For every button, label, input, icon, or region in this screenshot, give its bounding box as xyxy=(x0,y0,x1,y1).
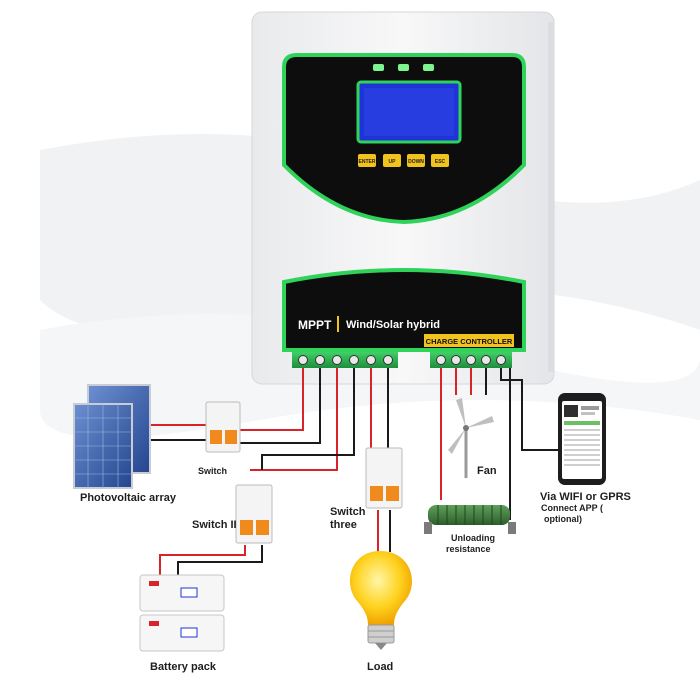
esc-button[interactable] xyxy=(431,154,449,167)
wind-turbine-icon xyxy=(448,398,494,478)
photovoltaic-array-label: Photovoltaic array xyxy=(80,492,176,504)
down-button[interactable] xyxy=(407,154,425,167)
breaker-switch-ii xyxy=(235,484,273,544)
unloading-resistor xyxy=(424,505,516,534)
breaker-switch-1 xyxy=(205,401,241,453)
subtitle-label: CHARGE CONTROLLER xyxy=(426,337,513,346)
wifi-label-line2: Connect APP ( xyxy=(541,503,604,513)
unloading-resistance-label-line2: resistance xyxy=(446,544,491,554)
load-label: Load xyxy=(367,661,394,673)
switch-three-label-line1: Switch xyxy=(330,506,366,518)
up-button[interactable] xyxy=(383,154,401,167)
switch-three-label-line2: three xyxy=(330,519,357,531)
subtitle-badge xyxy=(424,334,514,347)
enter-button-label: ENTER xyxy=(359,159,376,165)
brand-label: MPPT xyxy=(298,318,332,332)
smartphone-app-icon xyxy=(558,393,606,485)
battery-pack-label: Battery pack xyxy=(150,661,217,673)
wires xyxy=(150,368,560,580)
up-button-label: UP xyxy=(389,159,397,165)
esc-button-label: ESC xyxy=(435,159,446,165)
terminal-block-left xyxy=(292,352,398,368)
charge-controller: ENTER UP DOWN ESC MPPT Wind/Solar hybrid… xyxy=(251,11,555,385)
led-indicator xyxy=(398,64,409,71)
photovoltaic-array xyxy=(73,384,151,489)
terminal-block-right xyxy=(430,352,512,368)
breaker-switch-three xyxy=(365,447,403,509)
product-label: Wind/Solar hybrid xyxy=(346,319,440,331)
battery-pack xyxy=(139,574,225,652)
led-indicator xyxy=(423,64,434,71)
controller-buttons: ENTER UP DOWN ESC xyxy=(358,154,449,167)
switch-label: Switch xyxy=(198,466,228,476)
label-panel xyxy=(282,268,526,352)
down-button-label: DOWN xyxy=(408,159,424,165)
led-indicator xyxy=(373,64,384,71)
wifi-label-line3: optional) xyxy=(544,514,582,524)
unloading-resistance-label-line1: Unloading xyxy=(451,533,495,543)
fan-label: Fan xyxy=(477,465,497,477)
light-bulb-icon xyxy=(349,551,412,650)
wifi-label-line1: Via WIFI or GPRS xyxy=(540,491,631,503)
switch-ii-label: Switch II xyxy=(192,519,237,531)
enter-button[interactable] xyxy=(358,154,376,167)
